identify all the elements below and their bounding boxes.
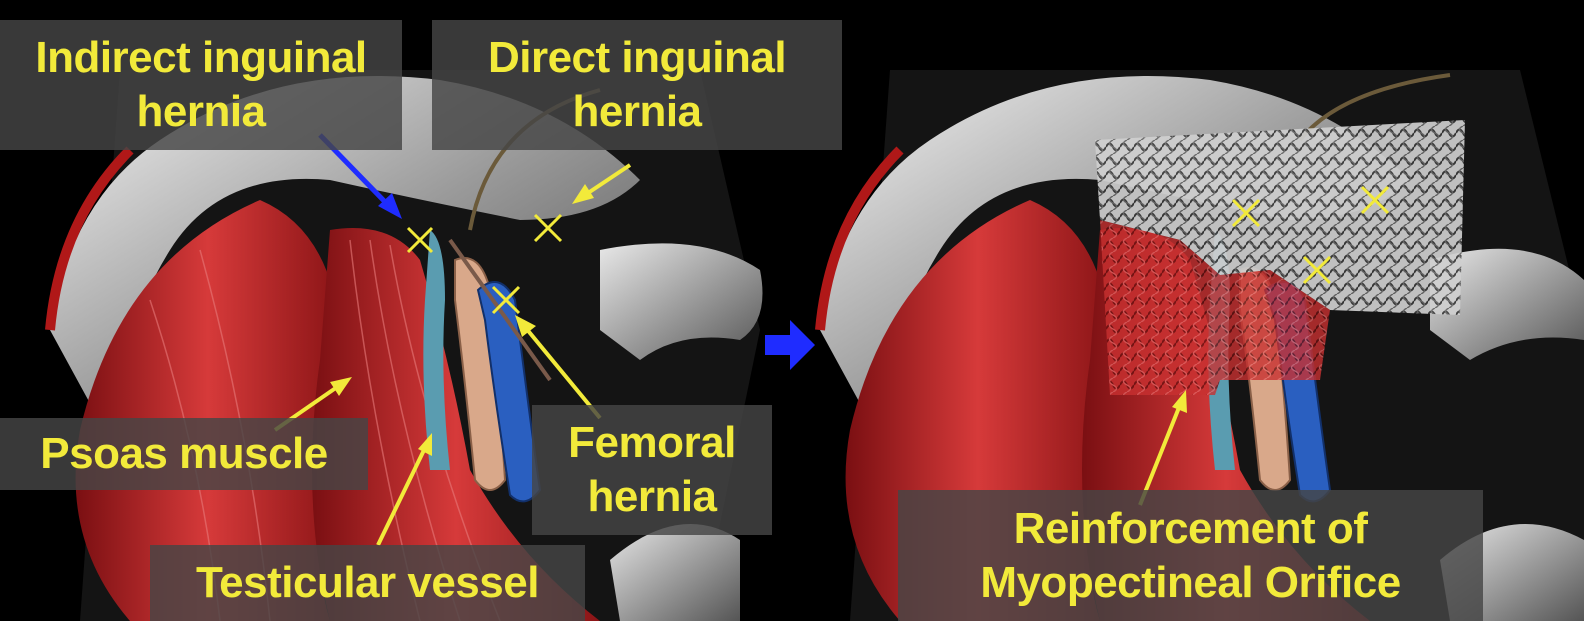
x-marker-icon	[1360, 185, 1390, 215]
pubic-bone-left	[600, 243, 763, 360]
direct-inguinal-hernia-label: Direct inguinal hernia	[432, 20, 842, 150]
direct-label-line1: Direct inguinal	[487, 33, 787, 82]
x-marker-icon	[406, 226, 434, 254]
yellow-arrow-icon	[376, 433, 432, 546]
femoral-hernia-label: Femoral hernia	[532, 405, 772, 535]
x-marker-icon	[491, 285, 521, 315]
reinforcement-label: Reinforcement of Myopectineal Orifice	[898, 490, 1483, 621]
testicular-label-text: Testicular vessel	[196, 558, 539, 607]
abdominal-wall-edge-left	[45, 146, 134, 331]
direct-label-line2: hernia	[572, 87, 702, 136]
testicular-vessel-label: Testicular vessel	[150, 545, 585, 621]
abdominal-wall-edge-right	[815, 146, 904, 331]
hernia-site-markers	[406, 185, 1390, 315]
indirect-label-line2: hernia	[136, 87, 266, 136]
yellow-arrow-icon	[1138, 390, 1187, 506]
mesh-lower	[1100, 220, 1330, 395]
psoas-muscle-label: Psoas muscle	[0, 418, 368, 490]
psoas-label-text: Psoas muscle	[40, 429, 328, 478]
iliacus-muscle	[75, 200, 341, 621]
femoral-label-line1: Femoral	[568, 418, 736, 467]
gonadal-line-left	[448, 238, 552, 382]
pointer-arrows	[273, 133, 1187, 546]
left-anatomy-panel	[45, 70, 763, 621]
reinforcement-label-line1: Reinforcement of	[1013, 503, 1368, 553]
femur-head-left	[610, 524, 740, 621]
right-arrow-icon	[765, 320, 815, 370]
yellow-arrow-icon	[572, 163, 632, 204]
x-marker-icon	[1302, 255, 1332, 285]
yellow-arrow-icon	[515, 315, 602, 420]
femoral-label-line2: hernia	[587, 472, 717, 521]
indirect-inguinal-hernia-label: Indirect inguinal hernia	[0, 20, 402, 150]
reinforcement-label-line2: Myopectineal Orifice	[980, 557, 1401, 607]
x-marker-icon	[1231, 198, 1261, 228]
spermatic-cord-left	[423, 230, 450, 470]
pubic-bone-right	[1430, 248, 1584, 360]
indirect-label-line1: Indirect inguinal	[35, 33, 367, 82]
mesh-upper	[1095, 120, 1465, 315]
x-marker-icon	[533, 213, 563, 243]
